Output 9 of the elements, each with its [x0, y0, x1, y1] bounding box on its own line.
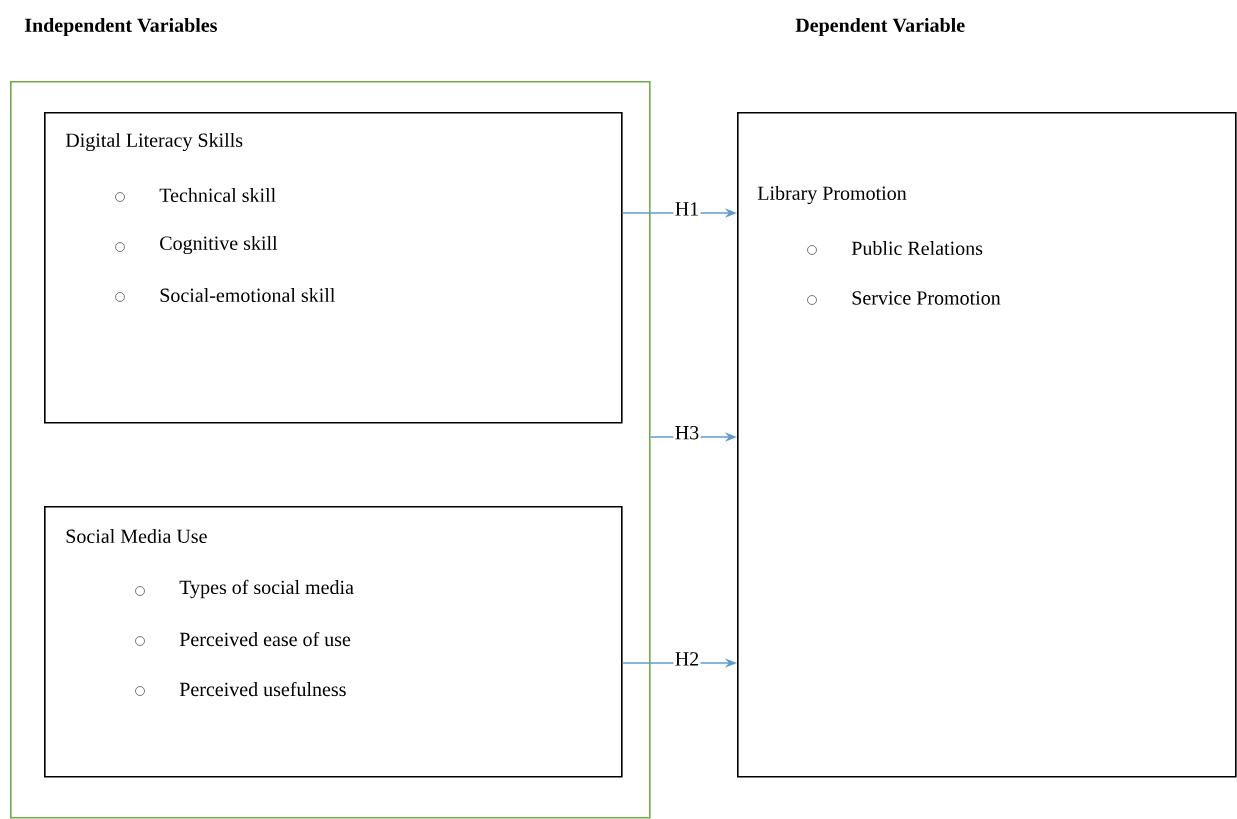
edge-label: H1 — [673, 200, 701, 217]
variable-box: Library Promotion Public Relations Service Promotion — [737, 112, 1237, 778]
edge-label: H2 — [673, 650, 701, 667]
variable-box: Social Media Use Types of social media Perceived ease of use Perceived usefulness — [44, 506, 623, 778]
column-heading: Independent Variables — [24, 17, 217, 37]
group-frame — [10, 81, 651, 819]
variable-box: Digital Literacy Skills Technical skill Cognitive skill Social-emotional skill — [44, 112, 623, 424]
column-heading: Dependent Variable — [795, 17, 965, 37]
edge-label: H3 — [673, 424, 701, 441]
